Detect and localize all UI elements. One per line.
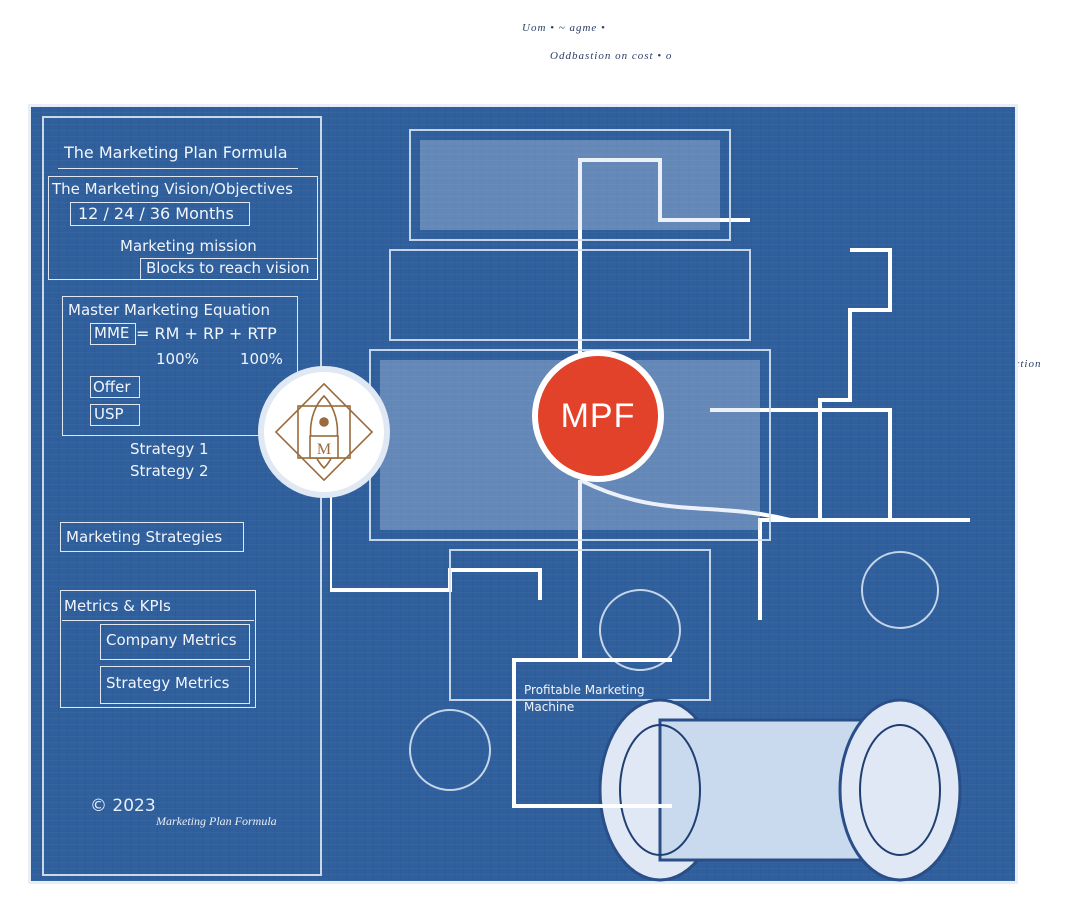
mission-detail: Blocks to reach vision [146,259,310,277]
metrics-divider [62,620,254,621]
machine-upper-block [389,249,751,341]
copyright: © 2023 [90,796,156,816]
pipe-right-steps [758,248,892,620]
machine-top-block [409,129,731,241]
title-underline [58,168,298,169]
vision-timeline: 12 / 24 / 36 Months [78,204,234,223]
dial-left [409,709,491,791]
equation-heading: Master Marketing Equation [68,301,270,319]
wire-right [579,478,970,522]
usp-label: USP [94,405,124,423]
timeline-box [70,202,250,226]
m-logo-letter: M [317,441,331,458]
mme-box [90,323,136,345]
mpf-badge: MPF [532,350,664,482]
strategy-metrics: Strategy Metrics [106,674,230,692]
mme-formula: = RM + RP + RTP [136,324,277,343]
mission-label: Marketing mission [120,237,257,255]
metrics-box [60,590,256,708]
metrics-heading: Metrics & KPIs [64,597,171,615]
offer-box [90,376,140,398]
machine-illustration [330,129,970,882]
strategy-metrics-box [100,666,250,704]
m-logo-badge: M [258,366,390,498]
pct-left: 100% [156,350,199,368]
equation-box [62,296,298,436]
mme-label: MME [94,324,130,342]
pipe-top [578,158,750,370]
signature: Marketing Plan Formula [156,814,277,828]
offer-label: Offer [93,378,131,396]
vision-heading: The Marketing Vision/Objectives [52,180,293,198]
strategies-label: Marketing Strategies [66,528,223,546]
m-logo-icon: M [274,382,374,482]
strategy-1: Strategy 1 [130,440,209,458]
mission-box [140,258,318,280]
strategy-2: Strategy 2 [130,462,209,480]
gear-center [599,589,681,671]
company-metrics: Company Metrics [106,631,237,649]
pct-right: 100% [240,350,283,368]
margin-note-top-2: Oddbastion on cost • o [550,50,673,62]
gear-right [861,551,939,629]
strategies-box [60,522,244,552]
usp-box [90,404,140,426]
company-metrics-box [100,624,250,660]
machine-label: Profitable Marketing Machine [524,683,645,714]
machine-lower [449,549,711,701]
margin-note-top-1: Uom • ~ agme • [522,22,606,34]
panel-title: The Marketing Plan Formula [64,143,288,162]
machine-label-box [512,658,672,808]
